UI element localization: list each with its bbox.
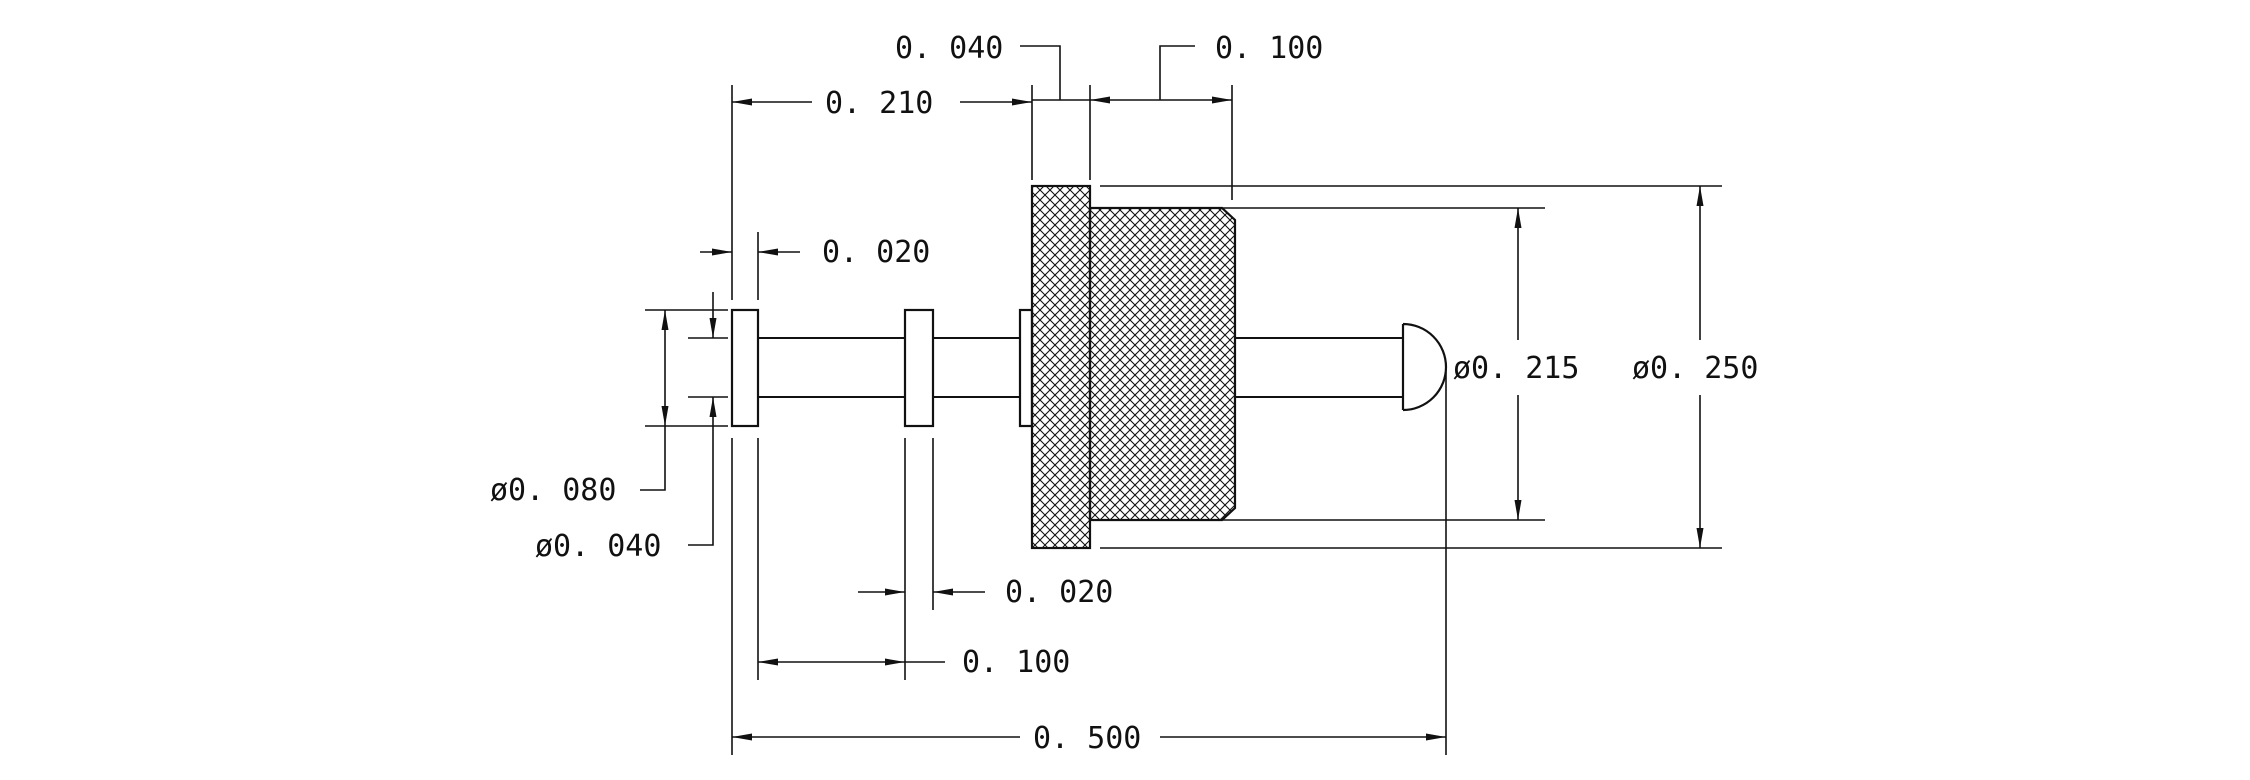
dim-0-100-top: 0. 100 xyxy=(1215,31,1323,66)
left-dimensions: 0. 020 ø0. 080 ø0. 040 xyxy=(490,232,930,564)
dim-dia-0-080: ø0. 080 xyxy=(490,473,616,508)
flange-step xyxy=(1018,308,1034,428)
part-body xyxy=(730,184,1448,550)
knurled-body xyxy=(1088,206,1237,522)
dim-dia-0-250: ø0. 250 xyxy=(1632,351,1758,386)
leader-0-040 xyxy=(1020,45,1061,100)
dim-0-210: 0. 210 xyxy=(825,86,933,121)
middle-collar xyxy=(903,308,935,428)
bottom-dimensions: 0. 020 0. 100 0. 500 xyxy=(731,372,1447,756)
dim-0-020-left: 0. 020 xyxy=(822,235,930,270)
leader-dia-0-080 xyxy=(640,426,666,491)
leader-0-100-top xyxy=(1159,45,1195,100)
right-dimensions: ø0. 215 ø0. 250 xyxy=(1100,185,1758,549)
dim-0-040: 0. 040 xyxy=(895,31,1003,66)
left-end-collar xyxy=(730,308,760,428)
dim-dia-0-040: ø0. 040 xyxy=(535,529,661,564)
dim-0-100-bottom: 0. 100 xyxy=(962,645,1070,680)
leader-dia-0-040 xyxy=(688,445,714,546)
top-dimensions: 0. 040 0. 100 0. 210 xyxy=(731,31,1323,300)
dim-dia-0-215: ø0. 215 xyxy=(1453,351,1579,386)
dim-0-020-mid: 0. 020 xyxy=(1005,575,1113,610)
knurled-flange xyxy=(1030,184,1092,550)
dim-0-500: 0. 500 xyxy=(1033,721,1141,756)
dome-tip xyxy=(1401,322,1448,412)
